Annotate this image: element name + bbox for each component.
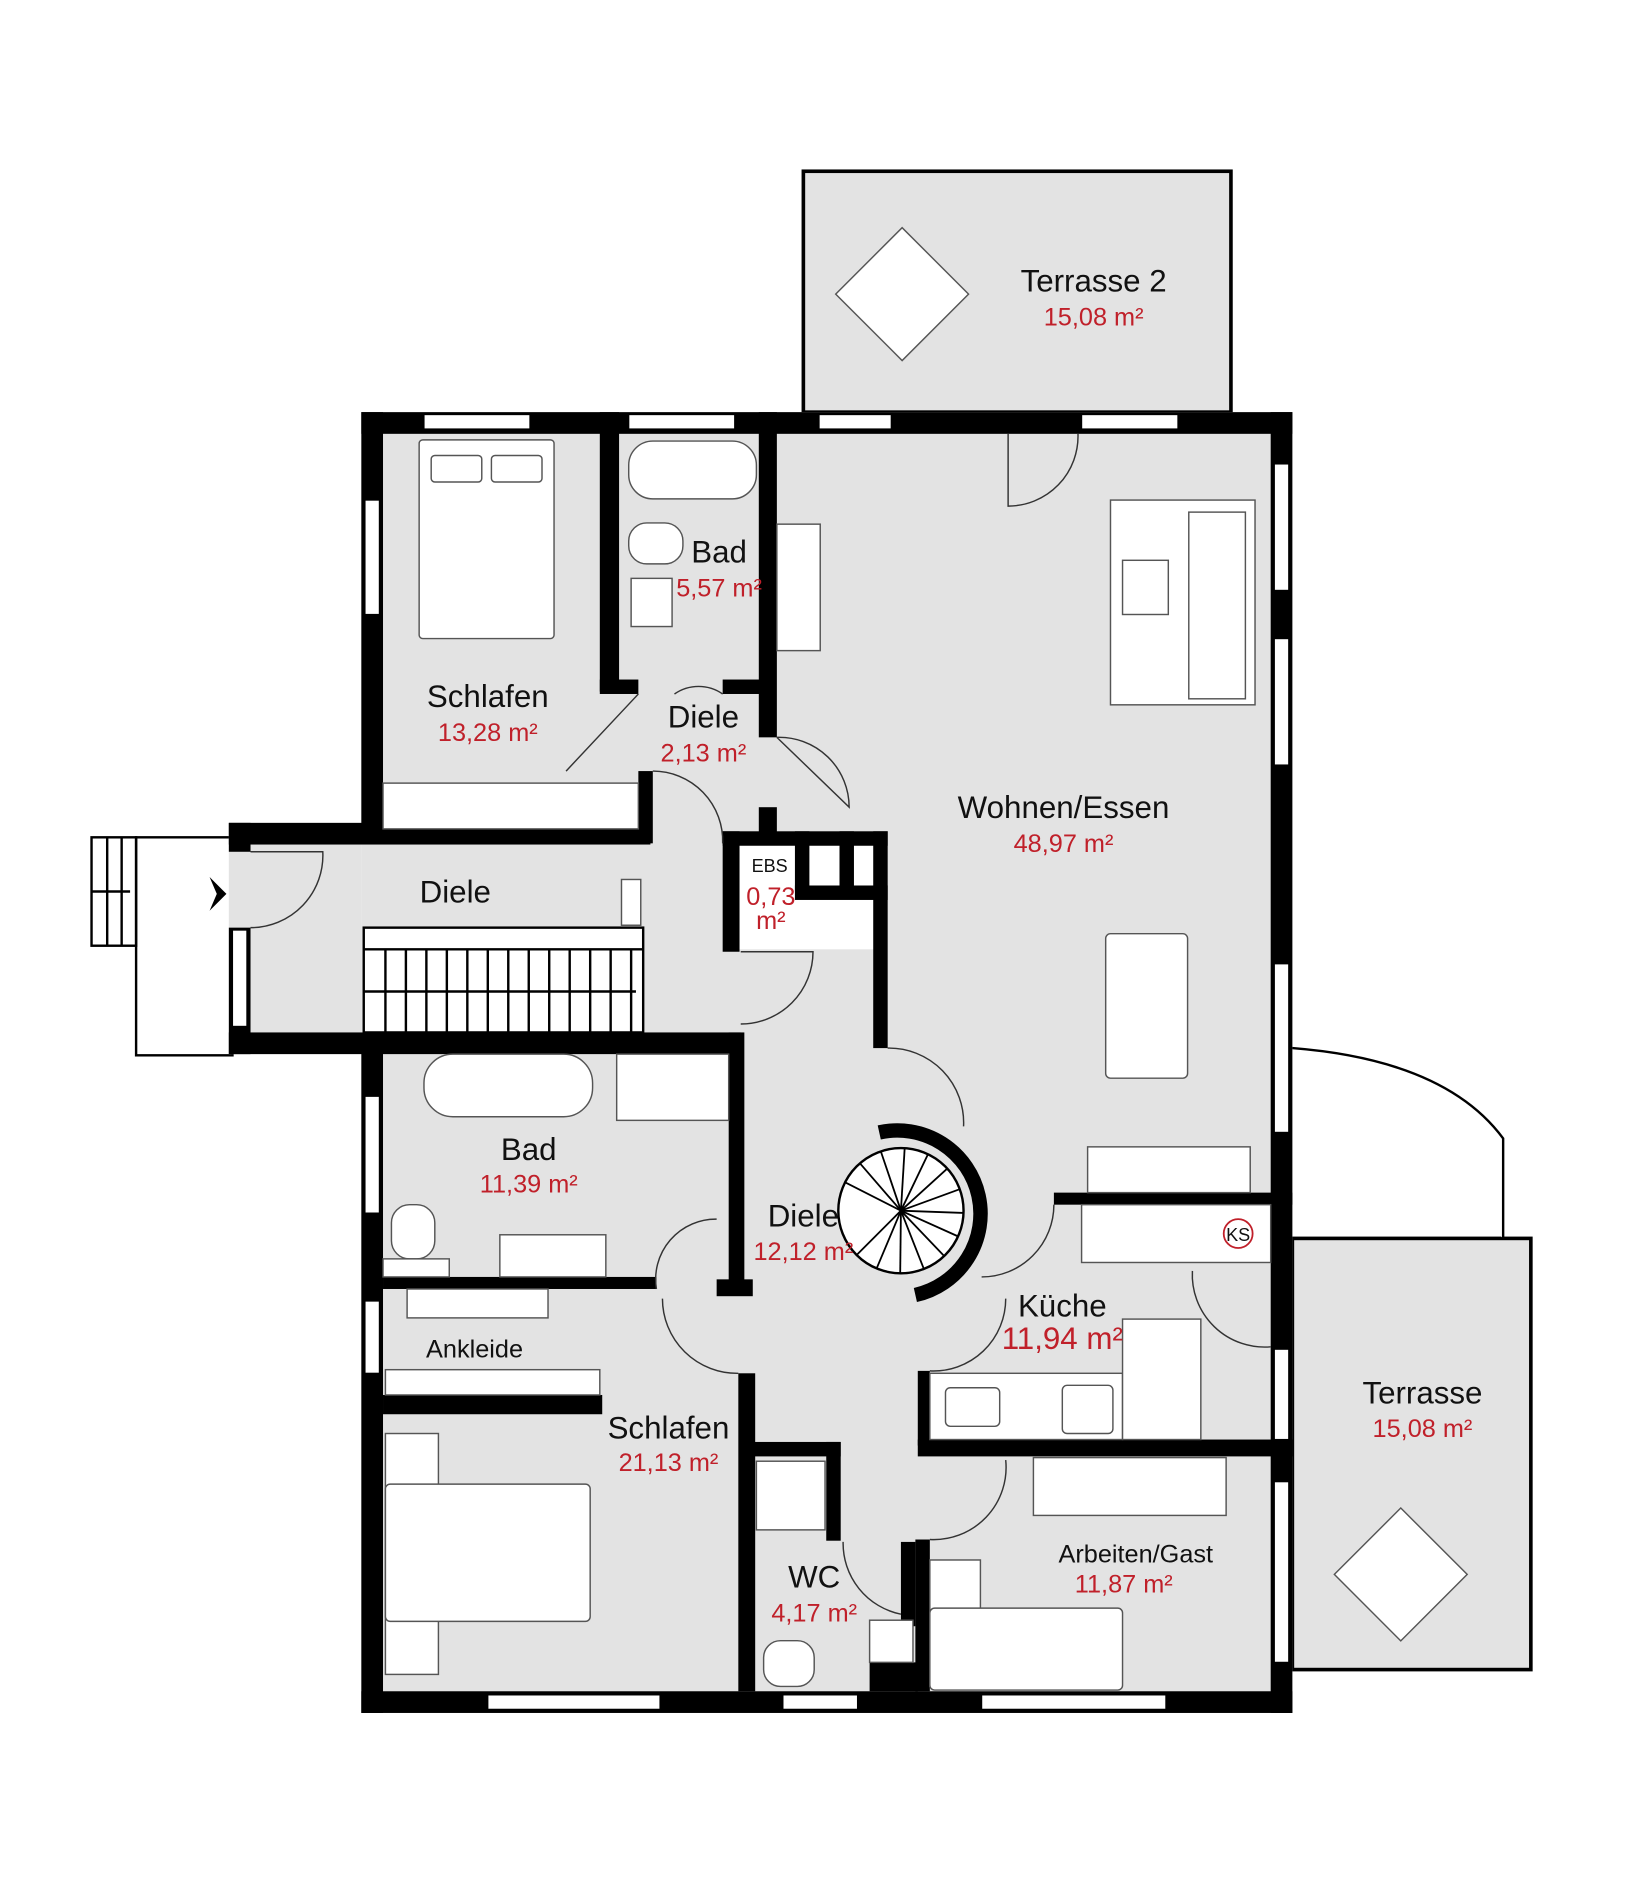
room-area: 12,12 m² (753, 1238, 853, 1266)
room-name: Schlafen (608, 1410, 730, 1445)
room-area: 15,08 m² (1044, 303, 1144, 331)
stair-step (900, 1210, 925, 1270)
furniture (382, 439, 1272, 1691)
stair-step (856, 1210, 902, 1256)
room-labels: Terrasse 2 15,08 m² Bad 5,57 m² Schlafen… (420, 264, 1483, 1628)
stair-step (900, 1209, 959, 1238)
stair-step (900, 1210, 945, 1257)
room-name: EBS (752, 856, 788, 876)
room-area: 15,08 m² (1373, 1415, 1473, 1443)
room-name: Arbeiten/Gast (1059, 1540, 1214, 1568)
room-name: Diele (668, 700, 739, 735)
room-name: Diele (768, 1198, 839, 1233)
room-area: 13,28 m² (438, 719, 538, 747)
entry-floor (228, 822, 362, 1055)
table-chairs-icon (834, 226, 1469, 1642)
room-area: 11,94 m² (1002, 1321, 1123, 1356)
entrance-steps (90, 836, 138, 947)
room-name: Ankleide (426, 1336, 523, 1364)
room-area: 11,87 m² (1075, 1571, 1173, 1599)
room-name: Küche (1018, 1289, 1107, 1324)
room-name: Terrasse (1362, 1375, 1482, 1410)
svg-text:KS: KS (1226, 1225, 1250, 1245)
stair-step (844, 1181, 902, 1212)
room-area: 4,17 m² (771, 1599, 857, 1627)
stair-step (899, 1210, 902, 1274)
stair-step (900, 1167, 948, 1212)
stair-step (879, 1151, 902, 1211)
room-name: Schlafen (427, 679, 549, 714)
room-area: 2,13 m² (661, 739, 747, 767)
entrance-landing[interactable] (134, 836, 234, 1057)
stair-step (900, 1148, 906, 1211)
stair-step (900, 1209, 964, 1214)
room-name: WC (788, 1560, 840, 1595)
entry-arrow-icon (209, 877, 227, 911)
room-area: 0,73 (746, 883, 795, 911)
stair-step (875, 1210, 902, 1269)
spiral-staircase[interactable] (837, 1123, 988, 1303)
straight-staircase[interactable] (362, 926, 645, 1034)
doors[interactable] (250, 433, 1271, 1615)
room-area: 48,97 m² (1014, 830, 1114, 858)
room-area-unit: m² (756, 907, 785, 935)
room-name: Bad (691, 535, 747, 570)
ks-symbol: KS (1222, 1218, 1254, 1249)
windows (231, 413, 1290, 1710)
room-name: Wohnen/Essen (958, 790, 1170, 825)
room-name: Bad (501, 1132, 557, 1167)
stair-step (900, 1188, 961, 1212)
stair-step (859, 1162, 902, 1212)
balcony-arc (1292, 1046, 1505, 1239)
room-area: 5,57 m² (676, 574, 762, 602)
stair-step (900, 1153, 929, 1212)
room-name: Terrasse 2 (1021, 264, 1167, 299)
room-name: Diele (420, 874, 491, 909)
room-area: 21,13 m² (619, 1449, 719, 1477)
room-area: 11,39 m² (480, 1171, 578, 1199)
